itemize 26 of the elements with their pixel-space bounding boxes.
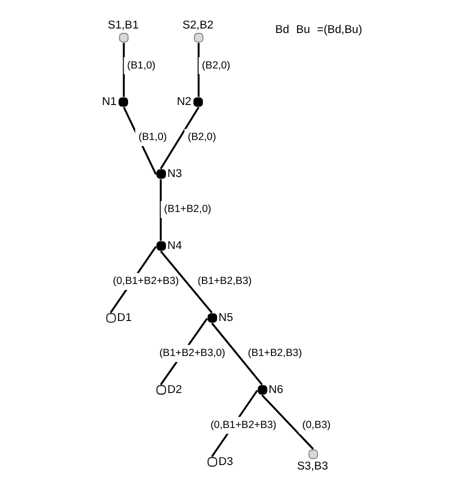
node-label: S3,B3 [296, 460, 328, 473]
node-label: N1 [102, 96, 116, 108]
node-label: D3 [218, 456, 233, 468]
node-label: N3 [166, 168, 182, 180]
edge-label: (0,B3) [302, 420, 330, 432]
node-label: S1,B1 [107, 19, 138, 32]
node-label: D2 [166, 384, 182, 396]
node-label: N2 [176, 96, 191, 108]
node-label: D1 [116, 312, 132, 324]
node-label: S2,B2 [182, 19, 213, 32]
edge-label: (B2,0) [201, 60, 230, 72]
label: Bd [274, 24, 289, 36]
edge-label: (B1+B2,0) [164, 204, 211, 216]
edge-label: (B1,0) [138, 132, 166, 144]
edge-label: (0,B1+B2+B3) [112, 276, 178, 288]
label: Bu [296, 24, 310, 36]
node-label: N4 [166, 240, 182, 252]
edge-label: (B2,0) [187, 132, 216, 144]
edge-label: (B1+B2,B3) [247, 348, 302, 360]
edge-label: (B1+B2+B3,0) [158, 348, 225, 360]
edge-label: (B1,0) [126, 60, 155, 72]
node-label: N6 [268, 384, 283, 396]
label: =(Bd,Bu) [316, 24, 362, 36]
edge-label: (B1+B2,B3) [197, 276, 252, 288]
node-label: N5 [218, 312, 233, 324]
edge-label: (0,B1+B2+B3) [210, 420, 276, 432]
